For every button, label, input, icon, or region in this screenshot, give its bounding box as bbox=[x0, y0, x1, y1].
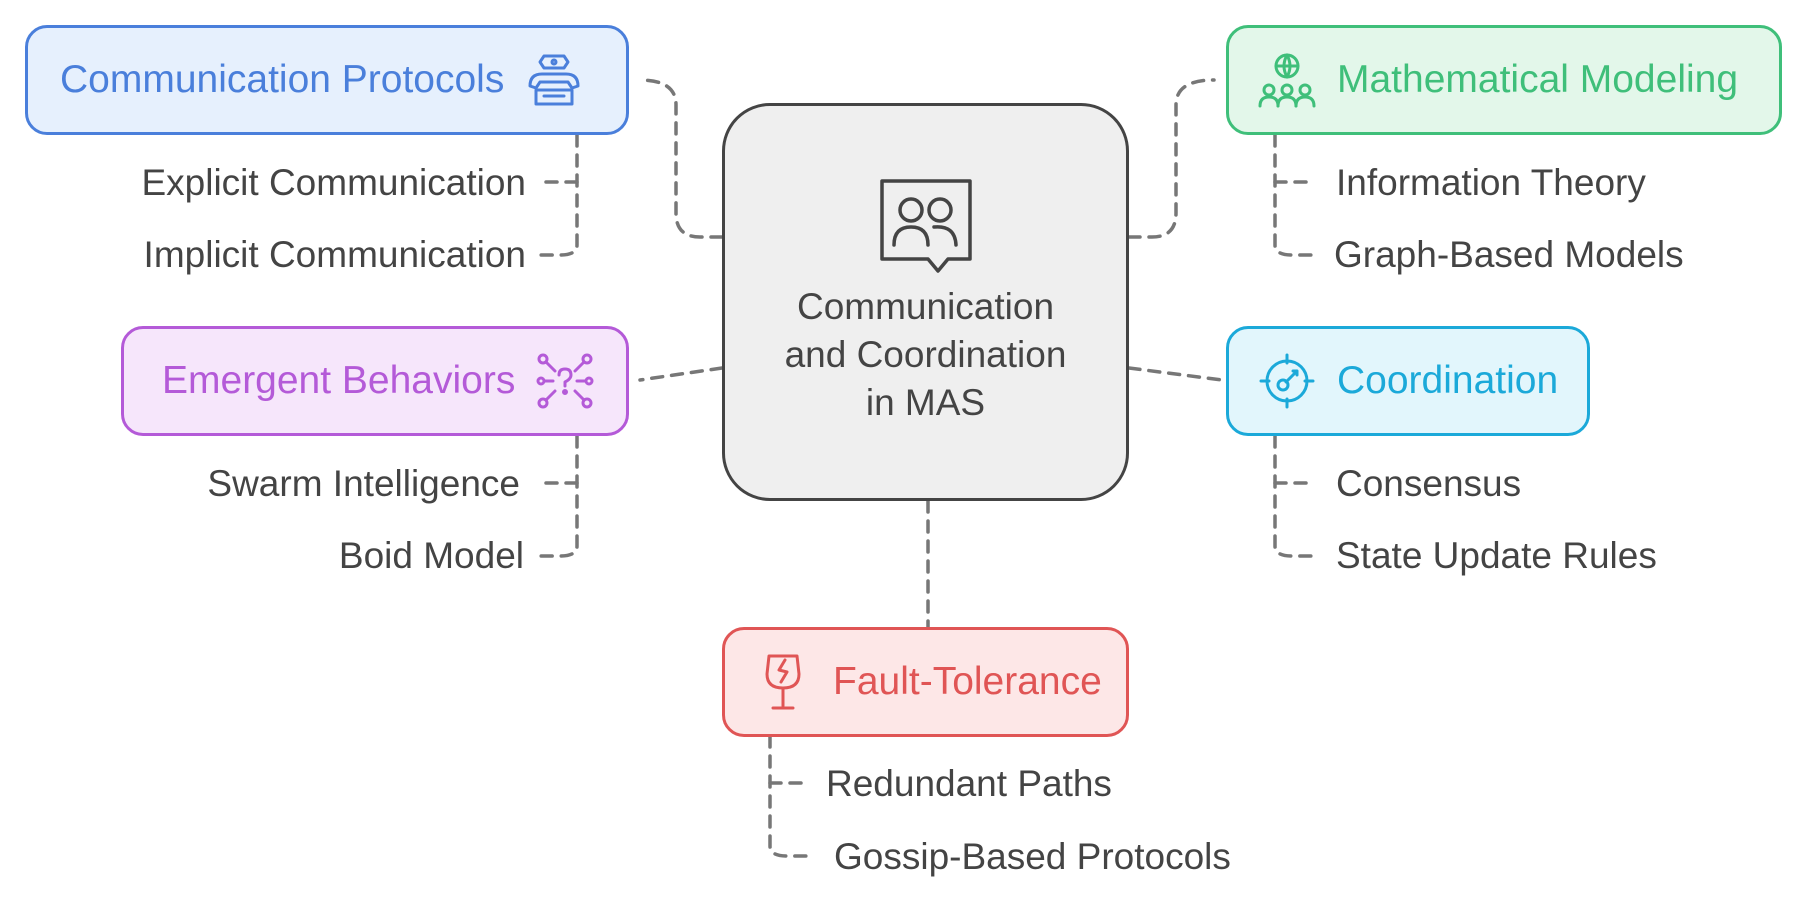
leaf-graph-based-models: Graph-Based Models bbox=[1334, 234, 1684, 275]
leaf-boid-model: Boid Model bbox=[338, 535, 524, 576]
center-node: Communication and Coordination in MAS bbox=[722, 103, 1129, 501]
branch-label-emergent-behaviors: Emergent Behaviors bbox=[162, 359, 516, 402]
leaf-implicit-communication: Implicit Communication bbox=[143, 234, 526, 275]
connector-coordination bbox=[1127, 366, 1224, 382]
branch-mathematical-modeling: Mathematical Modeling bbox=[1226, 25, 1782, 135]
branch-label-communication-protocols: Communication Protocols bbox=[60, 58, 505, 101]
target-icon bbox=[1257, 351, 1317, 411]
connector-emergent-behaviors bbox=[638, 366, 724, 382]
users-chat-icon bbox=[878, 177, 974, 273]
broken-glass-icon bbox=[753, 652, 813, 712]
branch-coordination: Coordination bbox=[1226, 326, 1590, 436]
branch-label-mathematical-modeling: Mathematical Modeling bbox=[1337, 58, 1739, 101]
branch-communication-protocols: Communication Protocols bbox=[25, 25, 629, 135]
branch-label-fault-tolerance: Fault-Tolerance bbox=[833, 660, 1102, 703]
leaf-explicit-communication: Explicit Communication bbox=[141, 162, 526, 203]
connector-mathematical-modeling bbox=[1127, 78, 1216, 239]
branch-emergent-behaviors: Emergent Behaviors bbox=[121, 326, 629, 436]
branch-label-coordination: Coordination bbox=[1337, 359, 1559, 402]
leaf-state-update-rules: State Update Rules bbox=[1336, 535, 1657, 576]
network-settings-icon bbox=[524, 50, 584, 110]
leaf-gossip-based-protocols: Gossip-Based Protocols bbox=[834, 836, 1231, 877]
leaf-information-theory: Information Theory bbox=[1336, 162, 1646, 203]
leaf-swarm-intelligence: Swarm Intelligence bbox=[207, 463, 520, 504]
center-title: Communication and Coordination in MAS bbox=[784, 286, 1067, 423]
globe-people-icon bbox=[1257, 50, 1317, 110]
leaf-redundant-paths: Redundant Paths bbox=[826, 763, 1112, 804]
leaf-consensus: Consensus bbox=[1336, 463, 1522, 504]
branch-fault-tolerance: Fault-Tolerance bbox=[722, 627, 1129, 737]
emergent-network-icon bbox=[535, 351, 595, 411]
connector-communication-protocols bbox=[638, 78, 724, 239]
